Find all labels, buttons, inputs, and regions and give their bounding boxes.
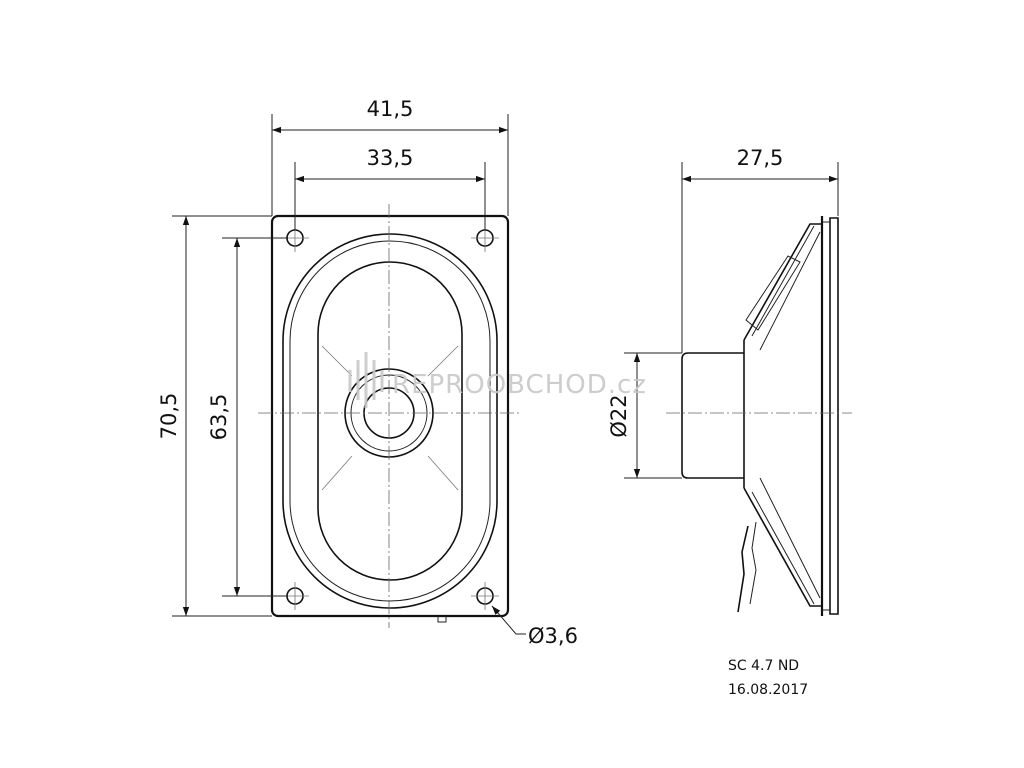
watermark-logo-icon	[348, 352, 384, 408]
dim-inner-width: 33,5	[367, 146, 414, 170]
date-note: 16.08.2017	[728, 682, 808, 698]
watermark: REPROOBCHOD.cz	[348, 352, 647, 408]
front-view: 41,5 33,5 70,5 63,5 Ø3,6	[157, 97, 578, 648]
side-view: 27,5 Ø22	[607, 146, 852, 616]
cone-outline	[317, 261, 463, 581]
dim-inner-height: 63,5	[207, 394, 231, 441]
dim-overall-width: 41,5	[367, 97, 414, 121]
dim-magnet-diameter: Ø22	[607, 394, 631, 437]
terminal	[737, 525, 749, 613]
dim-depth: 27,5	[737, 146, 784, 170]
speaker-frame	[270, 214, 510, 618]
dim-hole-diameter: Ø3,6	[528, 624, 578, 648]
magnet	[681, 352, 744, 479]
dim-overall-height: 70,5	[157, 393, 181, 440]
outer-surround	[282, 233, 498, 609]
basket-profile	[743, 223, 822, 607]
model-note: SC 4.7 ND	[728, 658, 799, 674]
watermark-text: REPROOBCHOD.cz	[392, 370, 647, 400]
